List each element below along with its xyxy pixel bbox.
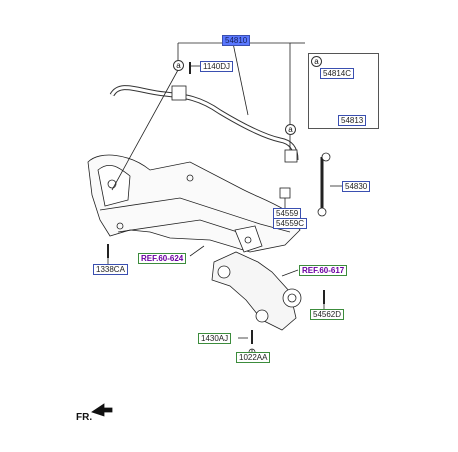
arm-bushing-front — [217, 265, 231, 279]
bar-bushing-left — [171, 85, 187, 101]
part-54830-label[interactable]: 54830 — [342, 181, 371, 192]
part-54562d-label[interactable]: 54562D — [310, 309, 345, 320]
callout-a-right: a — [285, 124, 296, 135]
part-1140dj-label[interactable]: 1140DJ — [200, 61, 233, 72]
part-54813-label[interactable]: 54813 — [338, 115, 367, 126]
part-54814c-label[interactable]: 54814C — [320, 68, 355, 79]
leader-ref60617 — [281, 269, 299, 277]
part-1430aj-label[interactable]: 1430AJ — [198, 333, 232, 344]
lower-arm — [211, 251, 297, 331]
subframe-bolt-hole-2 — [186, 174, 194, 182]
part-1022aa-label[interactable]: 1022AA — [236, 352, 271, 363]
stabilizer-bar — [109, 85, 299, 161]
part-54810-label[interactable]: 54810 — [222, 35, 251, 46]
leader-54810-mid — [232, 42, 249, 116]
ball-joint-inner — [287, 293, 297, 303]
subframe-front-rail — [117, 219, 251, 237]
bar-bushing-right — [284, 149, 298, 163]
leader-callout-a — [111, 69, 179, 191]
front-direction-label: FR. — [76, 412, 93, 423]
stabilizer-bar-inner — [110, 86, 298, 161]
subframe-bolt-hole-4 — [116, 222, 124, 230]
front-arrow — [91, 403, 113, 417]
arm-bushing-rear — [255, 309, 269, 323]
part-54559c-label[interactable]: 54559C — [273, 218, 308, 229]
callout-a-inset: a — [311, 56, 322, 67]
callout-a-left: a — [173, 60, 184, 71]
ball-joint — [282, 288, 302, 308]
link-joint-bottom — [317, 207, 327, 217]
ref-60-617-link[interactable]: REF.60-617 — [299, 265, 348, 276]
subframe-bolt-hole-3 — [244, 236, 252, 244]
ref-60-624-link[interactable]: REF.60-624 — [138, 253, 187, 264]
subframe-bolt-hole-1 — [107, 179, 117, 189]
nut-54559 — [279, 187, 291, 199]
subframe-mount-right — [234, 225, 263, 253]
leader-ref60624 — [189, 245, 205, 257]
part-1338ca-label[interactable]: 1338CA — [93, 264, 128, 275]
link-joint-top — [321, 152, 331, 162]
